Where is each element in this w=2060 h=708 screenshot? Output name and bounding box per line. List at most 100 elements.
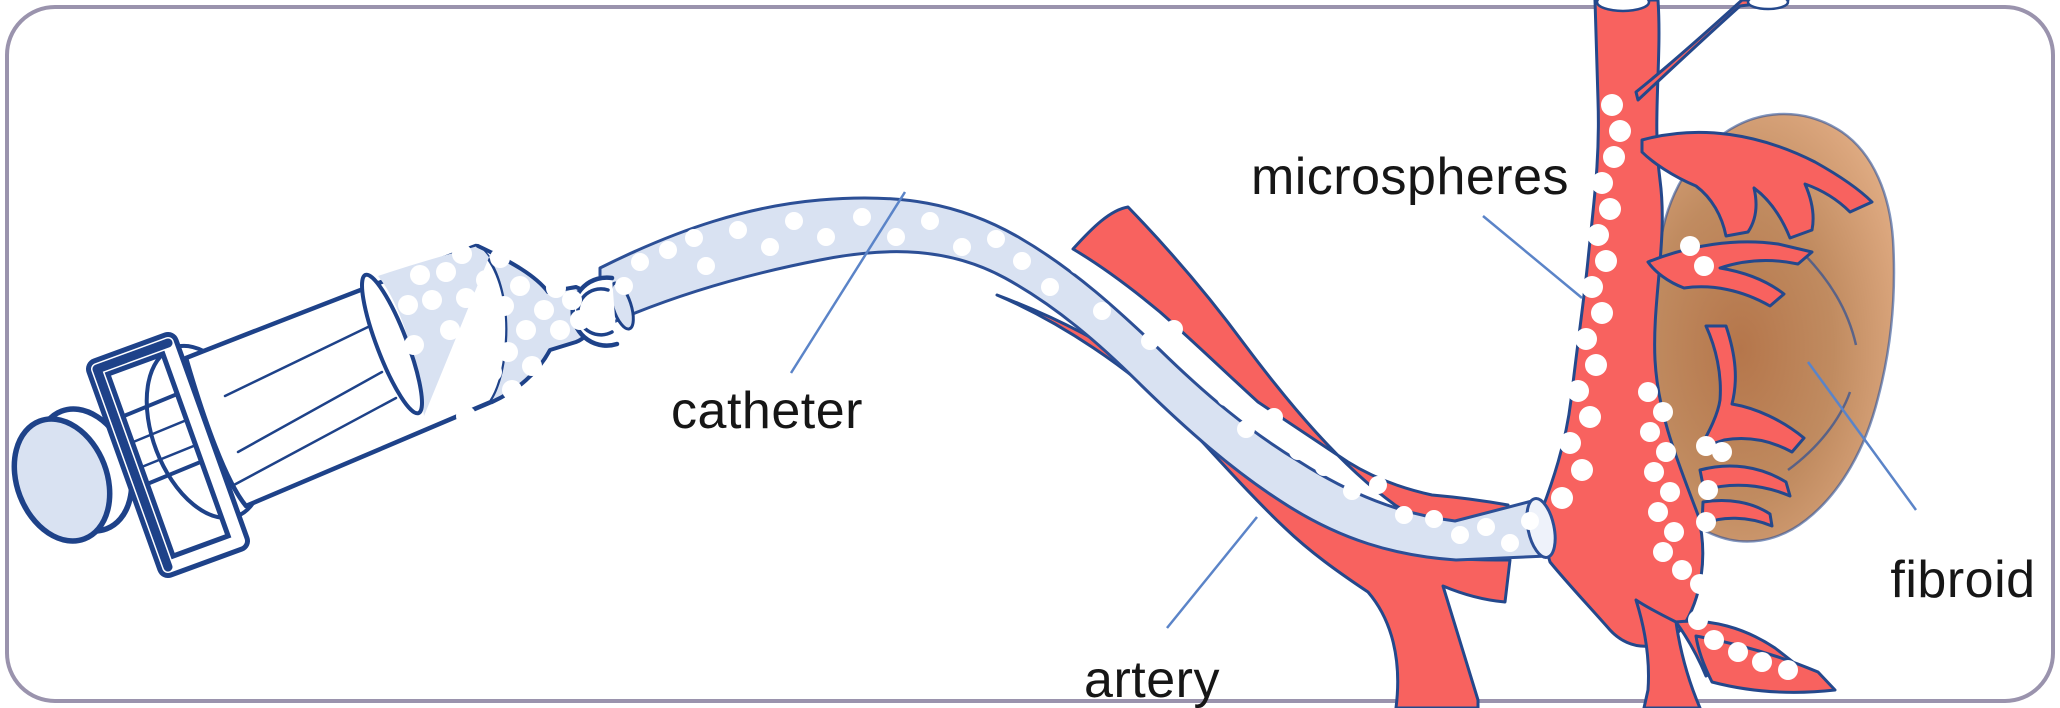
microsphere-dot: [1191, 362, 1209, 380]
artery-vessel-fibroid-top: [1640, 130, 1874, 240]
microsphere-dot: [659, 241, 677, 259]
microsphere-dot: [1609, 120, 1631, 142]
microsphere-dot: [570, 310, 590, 330]
microsphere-dot: [1587, 224, 1609, 246]
microsphere-dot: [1551, 487, 1573, 509]
vessel-opening: [1746, 0, 1790, 11]
microsphere-dot: [1696, 512, 1716, 532]
microsphere-dot: [1640, 422, 1660, 442]
microsphere-dot: [1778, 660, 1798, 680]
artery-label: artery: [1084, 651, 1220, 708]
microsphere-dot: [456, 288, 476, 308]
microsphere-dot: [398, 295, 418, 315]
catheter-leader-line: [789, 191, 907, 374]
microsphere-dot: [482, 362, 502, 382]
microsphere-dot: [1567, 380, 1589, 402]
microsphere-dot: [460, 342, 480, 362]
microsphere-dot: [685, 229, 703, 247]
microsphere-dot: [1165, 320, 1183, 338]
microsphere-dot: [1013, 252, 1031, 270]
microsphere-dot: [1696, 436, 1716, 456]
microspheres-in-catheter: [615, 208, 1539, 552]
microsphere-dot: [1521, 512, 1539, 530]
microsphere-dot: [953, 238, 971, 256]
microsphere-dot: [476, 270, 496, 290]
microsphere-dot: [438, 388, 458, 408]
microsphere-dot: [522, 356, 542, 376]
microsphere-dot: [631, 253, 649, 271]
microsphere-dot: [1585, 354, 1607, 376]
microsphere-dot: [440, 320, 460, 340]
microsphere-dot: [1712, 442, 1732, 462]
microsphere-dot: [1395, 506, 1413, 524]
microsphere-dot: [1728, 642, 1748, 662]
microsphere-dot: [761, 238, 779, 256]
microsphere-dot: [1680, 236, 1700, 256]
microsphere-dot: [1141, 332, 1159, 350]
microsphere-dot: [1752, 652, 1772, 672]
microsphere-dot: [1117, 290, 1135, 308]
microsphere-dot: [1581, 276, 1603, 298]
microsphere-dot: [785, 212, 803, 230]
microsphere-dot: [1093, 302, 1111, 320]
microsphere-dot: [1694, 256, 1714, 276]
microsphere-dot: [490, 248, 510, 268]
microsphere-dot: [1451, 526, 1469, 544]
microsphere-dot: [697, 257, 715, 275]
microsphere-dot: [1656, 442, 1676, 462]
microsphere-dot: [562, 290, 582, 310]
microsphere-dot: [1069, 256, 1087, 274]
microsphere-dot: [452, 244, 472, 264]
microsphere-dot: [1265, 408, 1283, 426]
microsphere-dot: [1698, 480, 1718, 500]
microsphere-dot: [729, 221, 747, 239]
catheter-label: catheter: [671, 382, 863, 440]
vessel-opening: [1595, 0, 1651, 13]
artery-vessel-fibroid-channel: [1698, 324, 1806, 454]
microsphere-dot: [921, 212, 939, 230]
microsphere-dot: [502, 380, 522, 400]
fibroid-vessel-line: [1799, 249, 1858, 346]
microsphere-dot: [887, 228, 905, 246]
microsphere-dot: [404, 335, 424, 355]
microspheres-label: microspheres: [1251, 148, 1569, 206]
microsphere-dot: [510, 276, 530, 296]
syringe-thumb-face: [11, 416, 113, 544]
microsphere-dot: [1653, 402, 1673, 422]
artery-leader-line: [1166, 516, 1258, 629]
microsphere-dot: [1688, 610, 1708, 630]
microsphere-dot: [1343, 482, 1361, 500]
leader-lines: [789, 191, 1918, 629]
microsphere-dot: [1575, 328, 1597, 350]
microspheres-leader-line: [1482, 215, 1583, 299]
microsphere-dot: [1653, 542, 1673, 562]
microsphere-dot: [516, 320, 536, 340]
microsphere-dot: [1648, 502, 1668, 522]
artery-vessel-crescent-1: [1698, 464, 1792, 498]
microsphere-dot: [1601, 94, 1623, 116]
microsphere-dot: [460, 375, 480, 395]
microsphere-dot: [1644, 462, 1664, 482]
fibroid-label: fibroid: [1890, 551, 2035, 609]
microsphere-dot: [1237, 420, 1255, 438]
microsphere-dot: [534, 300, 554, 320]
microsphere-dot: [1599, 198, 1621, 220]
syringe-stopper: [360, 272, 424, 416]
microsphere-dot: [410, 265, 430, 285]
microsphere-dot: [494, 296, 514, 316]
microsphere-dot: [530, 254, 550, 274]
artery-trunk: [1536, 0, 1705, 648]
microsphere-dot: [1579, 406, 1601, 428]
syringe: [11, 243, 592, 578]
microspheres-in-syringe: [398, 244, 590, 426]
microsphere-dot: [1595, 250, 1617, 272]
microsphere-dot: [1672, 560, 1692, 580]
microsphere-dot: [1477, 518, 1495, 536]
microsphere-dot: [817, 228, 835, 246]
fibroid-vessel-line: [1787, 391, 1852, 472]
microsphere-dot: [472, 314, 492, 334]
artery-vessel-fibroid-fork: [1646, 240, 1814, 308]
artery-vessel-crescent-2: [1700, 499, 1774, 528]
microsphere-dot: [1591, 172, 1613, 194]
microsphere-dot: [456, 406, 476, 426]
